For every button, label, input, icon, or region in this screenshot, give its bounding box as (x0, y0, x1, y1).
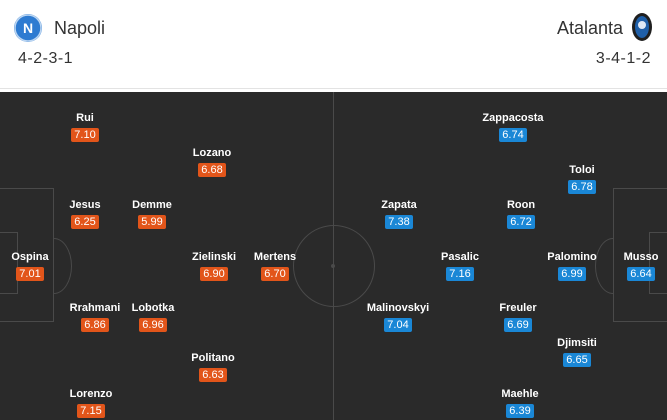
player-rating-badge: 6.74 (499, 128, 527, 142)
player-rating-badge: 7.16 (446, 267, 474, 281)
player-name: Pasalic (441, 251, 479, 263)
player-name: Lorenzo (69, 388, 113, 400)
player-rating-badge: 6.90 (200, 267, 228, 281)
player-card[interactable]: Rui 7.10 (40, 112, 130, 143)
player-rating-badge: 6.68 (198, 163, 226, 177)
home-formation: 4-2-3-1 (18, 50, 74, 67)
player-name: Palomino (547, 251, 597, 263)
player-card[interactable]: Roon 6.72 (476, 199, 566, 230)
player-rating-badge: 7.15 (77, 404, 105, 418)
player-rating-badge: 7.38 (385, 215, 413, 229)
player-name: Politano (191, 352, 235, 364)
player-rating-badge: 6.63 (199, 368, 227, 382)
player-name: Rui (76, 112, 94, 124)
player-card[interactable]: Djimsiti 6.65 (532, 337, 622, 368)
player-name: Musso (623, 251, 659, 263)
player-rating-badge: 6.25 (71, 215, 99, 229)
center-spot (331, 264, 335, 268)
player-name: Zappacosta (482, 112, 544, 124)
player-rating-badge: 6.96 (139, 318, 167, 332)
player-card[interactable]: Mertens 6.70 (230, 251, 320, 282)
match-header: N Napoli 4-2-3-1 Atalanta 3-4-1-2 (0, 0, 667, 89)
player-name: Ospina (11, 251, 49, 263)
player-name: Toloi (569, 164, 595, 176)
player-name: Demme (132, 199, 172, 211)
player-name: Rrahmani (69, 302, 121, 314)
player-card[interactable]: Maehle 6.39 (475, 388, 565, 419)
player-rating-badge: 6.78 (568, 180, 596, 194)
player-card[interactable]: Jesus 6.25 (40, 199, 130, 230)
player-card[interactable]: Lozano 6.68 (167, 147, 257, 178)
home-team-name[interactable]: Napoli (54, 18, 106, 38)
away-goal-box (649, 232, 667, 294)
player-name: Lobotka (131, 302, 175, 314)
player-name: Zapata (381, 199, 417, 211)
player-rating-badge: 5.99 (138, 215, 166, 229)
player-card[interactable]: Palomino 6.99 (527, 251, 617, 282)
player-name: Jesus (69, 199, 101, 211)
player-name: Freuler (499, 302, 537, 314)
player-rating-badge: 6.39 (506, 404, 534, 418)
center-circle (293, 225, 375, 307)
player-rating-badge: 6.64 (627, 267, 655, 281)
player-rating-badge: 7.01 (16, 267, 44, 281)
player-rating-badge: 6.72 (507, 215, 535, 229)
player-name: Djimsiti (557, 337, 597, 349)
player-rating-badge: 6.69 (504, 318, 532, 332)
svg-text:N: N (23, 20, 33, 36)
away-team-name[interactable]: Atalanta (556, 18, 623, 38)
player-rating-badge: 7.04 (384, 318, 412, 332)
pitch: Ospina 7.01 Rui 7.10 Jesus 6.25 Rrahmani… (0, 92, 667, 420)
napoli-logo-icon: N (14, 14, 42, 42)
player-rating-badge: 6.65 (563, 353, 591, 367)
player-rating-badge: 6.70 (261, 267, 289, 281)
player-name: Zielinski (191, 251, 237, 263)
player-name: Malinovskyi (366, 302, 430, 314)
player-card[interactable]: Demme 5.99 (107, 199, 197, 230)
player-card[interactable]: Politano 6.63 (168, 352, 258, 383)
player-card[interactable]: Pasalic 7.16 (415, 251, 505, 282)
home-goal-box (0, 232, 18, 294)
away-formation: 3-4-1-2 (595, 50, 651, 67)
player-card[interactable]: Freuler 6.69 (473, 302, 563, 333)
home-penalty-box (0, 188, 54, 322)
player-card[interactable]: Toloi 6.78 (537, 164, 627, 195)
atalanta-logo-icon (631, 12, 653, 42)
player-name: Lozano (192, 147, 232, 159)
player-rating-badge: 7.10 (71, 128, 99, 142)
player-card[interactable]: Malinovskyi 7.04 (353, 302, 443, 333)
player-rating-badge: 6.99 (558, 267, 586, 281)
player-name: Roon (506, 199, 536, 211)
player-card[interactable]: Lorenzo 7.15 (46, 388, 136, 419)
player-rating-badge: 6.86 (81, 318, 109, 332)
player-name: Maehle (501, 388, 539, 400)
player-card[interactable]: Rrahmani 6.86 (50, 302, 140, 333)
player-name: Mertens (253, 251, 297, 263)
player-card[interactable]: Zielinski 6.90 (169, 251, 259, 282)
away-penalty-box (613, 188, 667, 322)
player-card[interactable]: Zapata 7.38 (354, 199, 444, 230)
player-card[interactable]: Musso 6.64 (596, 251, 667, 282)
player-card[interactable]: Ospina 7.01 (0, 251, 75, 282)
player-card[interactable]: Zappacosta 6.74 (468, 112, 558, 143)
player-card[interactable]: Lobotka 6.96 (108, 302, 198, 333)
